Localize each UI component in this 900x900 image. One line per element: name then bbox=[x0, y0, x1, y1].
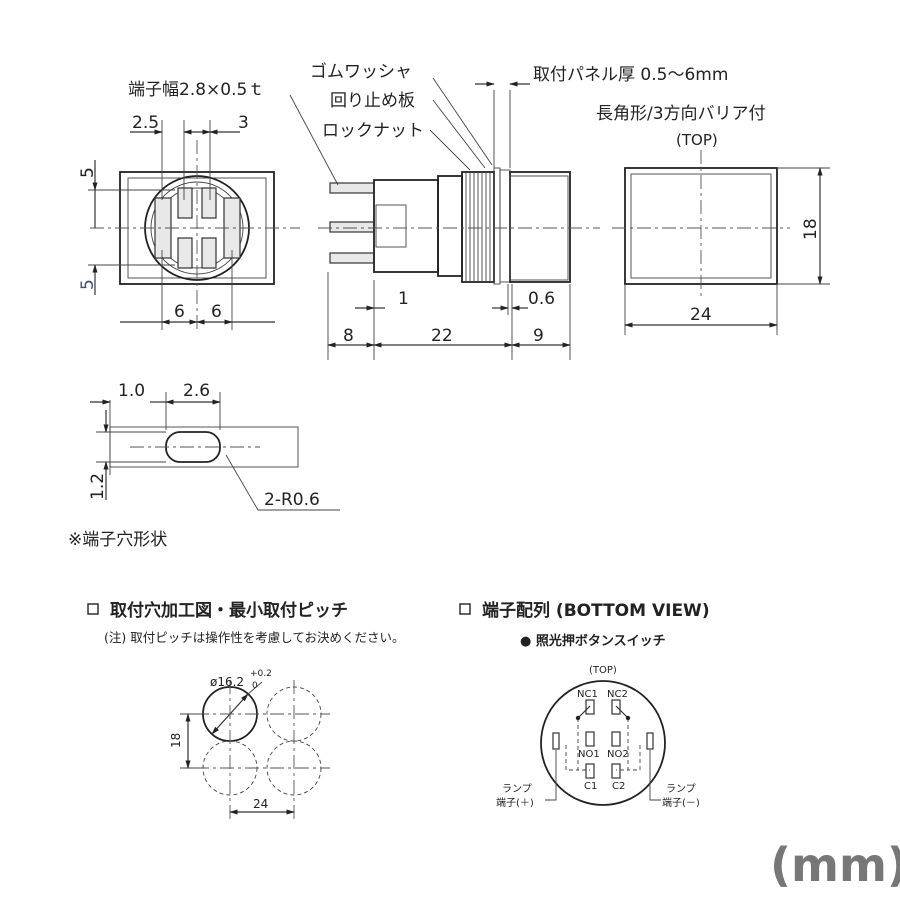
label-radius: 2-R0.6 bbox=[264, 490, 320, 510]
dim-2-5: 2.5 bbox=[132, 113, 159, 133]
label-rect-barrier: 長角形/3方向バリア付 bbox=[596, 104, 766, 124]
lamp-plus-line2: 端子(＋) bbox=[496, 796, 534, 809]
label-top-view: (TOP) bbox=[676, 131, 718, 149]
mounting-hole-view bbox=[180, 680, 330, 820]
lamp-minus-line2: 端子(－) bbox=[662, 796, 700, 809]
label-terminal-width: 端子幅2.8×0.5ｔ bbox=[128, 80, 264, 100]
terminal-no1: NO1 bbox=[578, 749, 600, 760]
terminal-top: (TOP) bbox=[589, 665, 617, 676]
section-marker-icon bbox=[87, 603, 99, 615]
lamp-minus-line1: ランプ bbox=[666, 783, 696, 795]
terminal-nc2: NC2 bbox=[607, 689, 628, 700]
label-terminal-hole-shape: ※端子穴形状 bbox=[68, 530, 167, 550]
mounting-section-note: (注) 取付ピッチは操作性を考慮してお決めください。 bbox=[104, 630, 404, 645]
terminal-nc1: NC1 bbox=[577, 689, 598, 700]
terminal-hole-view bbox=[90, 392, 340, 511]
dim-8: 8 bbox=[343, 326, 354, 346]
dim-3: 3 bbox=[238, 113, 249, 133]
unit-label: (mm) bbox=[770, 838, 900, 892]
side-view bbox=[289, 77, 600, 360]
hole-diameter: ø16.2 bbox=[210, 675, 244, 689]
dim-24: 24 bbox=[690, 305, 712, 325]
dim-1: 1 bbox=[398, 289, 409, 309]
dim-1-2: 1.2 bbox=[88, 473, 108, 500]
terminal-section-title: 端子配列 (BOTTOM VIEW) bbox=[482, 600, 710, 621]
mounting-section-title: 取付穴加工図・最小取付ピッチ bbox=[110, 600, 348, 621]
dim-6-left: 6 bbox=[174, 302, 185, 322]
dim-2-6: 2.6 bbox=[183, 381, 210, 401]
terminal-no2: NO2 bbox=[607, 749, 629, 760]
section-marker-icon bbox=[459, 603, 471, 615]
terminal-arrangement-view bbox=[540, 680, 666, 806]
pitch-horizontal: 24 bbox=[253, 797, 268, 811]
label-lock-nut: ロックナット bbox=[322, 121, 424, 141]
dim-5-top: 5 bbox=[78, 167, 98, 178]
front-view bbox=[88, 120, 300, 330]
label-rubber-washer: ゴムワッシャ bbox=[310, 61, 412, 82]
terminal-section-subtitle: ● 照光押ボタンスイッチ bbox=[520, 633, 666, 649]
top-view bbox=[612, 150, 830, 335]
dim-9: 9 bbox=[533, 326, 544, 346]
dim-6-right: 6 bbox=[211, 302, 222, 322]
dim-0-6: 0.6 bbox=[528, 289, 555, 309]
terminal-c1: C1 bbox=[584, 781, 597, 792]
label-panel-thickness: 取付パネル厚 0.5～6mm bbox=[533, 65, 728, 85]
terminal-c2: C2 bbox=[612, 781, 625, 792]
hole-tolerance-plus: +0.2 bbox=[250, 669, 272, 679]
label-anti-rotation-plate: 回り止め板 bbox=[330, 91, 415, 111]
lamp-plus-line1: ランプ bbox=[502, 783, 532, 795]
pitch-vertical: 18 bbox=[169, 733, 183, 748]
dim-18: 18 bbox=[801, 218, 821, 240]
dim-22: 22 bbox=[431, 326, 453, 346]
dim-1-0: 1.0 bbox=[118, 381, 145, 401]
hole-tolerance-zero: 0 bbox=[252, 681, 258, 691]
dim-5-bottom: 5 bbox=[78, 279, 98, 290]
